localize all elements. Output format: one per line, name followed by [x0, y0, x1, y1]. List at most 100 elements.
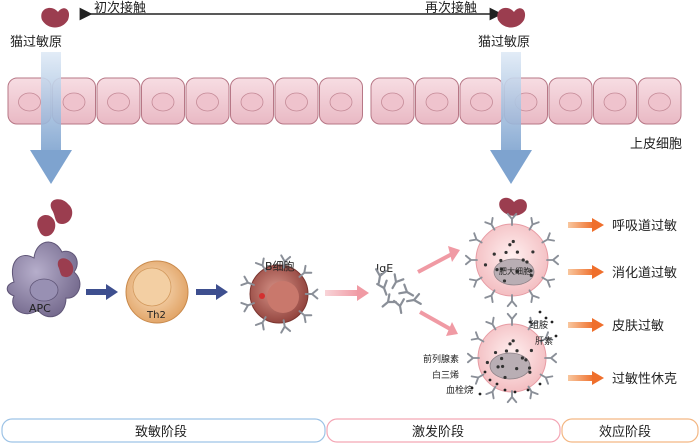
- ige-antibody: [539, 373, 554, 385]
- stage-effector-box: [561, 418, 699, 443]
- epithelial-cell: [593, 77, 637, 125]
- mediator-histamine: 组胺: [530, 319, 548, 331]
- ige-label: IgE: [376, 262, 393, 275]
- first-contact-label: 初次接触: [94, 0, 146, 16]
- arrow-ige-mast-top: [417, 246, 460, 274]
- ige-antibody: [469, 276, 483, 288]
- ige-antibody: [254, 316, 267, 331]
- down-arrow-left: [30, 52, 72, 184]
- ige-antibody: [506, 294, 518, 308]
- epithelial-cell: [7, 77, 52, 125]
- ige-antibody: [484, 289, 496, 303]
- outcome-arrow-shaft: [568, 269, 594, 275]
- allergen-label-right: 猫过敏原: [478, 35, 530, 50]
- th2-cell: [125, 260, 189, 324]
- stage-bar: 致敏阶段 激发阶段 效应阶段: [1, 418, 699, 443]
- outcome-arrow-shaft: [568, 322, 594, 328]
- epithelial-cell: [230, 77, 274, 125]
- mast-cell-label: 肥大细胞: [499, 266, 531, 276]
- epithelial-cell: [319, 77, 363, 125]
- ige-antibody: [240, 301, 255, 313]
- ige-antibody: [392, 298, 405, 314]
- epithelial-cell: [274, 77, 319, 125]
- mediator-heparin: 肝素: [535, 335, 553, 347]
- epithelial-cell: [637, 77, 682, 125]
- stage-challenge-box: [326, 418, 561, 443]
- mast-cell-sensitized: [464, 197, 560, 308]
- ige-antibody: [376, 279, 388, 296]
- arrow-ige-mast-bottom: [419, 310, 458, 336]
- ige-antibody: [240, 275, 255, 287]
- ige-antibody: [406, 292, 422, 305]
- ige-antibody: [304, 288, 319, 300]
- outcome-arrow-shaft: [568, 375, 594, 381]
- arrow-bcell-ige: [325, 285, 369, 301]
- ige-antibody: [298, 310, 313, 324]
- epithelial-cell: [141, 77, 185, 125]
- epithelial-cell: [96, 77, 141, 125]
- stage-sensitization-label: 致敏阶段: [135, 425, 187, 440]
- ige-antibody: [527, 316, 539, 331]
- ige-antibody: [528, 289, 540, 303]
- epithelial-cell: [370, 77, 415, 125]
- arrow-th2-bcell: [196, 284, 228, 300]
- second-contact-label: 再次接触: [425, 0, 477, 16]
- ige-antibody: [375, 268, 388, 284]
- ige-antibody: [541, 232, 555, 244]
- allergen-icon-free: [50, 199, 73, 224]
- ige-antibody: [506, 312, 518, 326]
- allergen-icon-right: [497, 7, 526, 28]
- outcome-item: 过敏性休克: [568, 371, 677, 387]
- ige-antibody: [544, 352, 558, 364]
- ige-antibody: [539, 331, 554, 343]
- ige-antibody: [528, 217, 540, 231]
- ige-antibody: [485, 316, 497, 331]
- th2-label: Th2: [146, 310, 166, 321]
- apc-label: APC: [29, 302, 51, 315]
- epithelial-label: 上皮细胞: [630, 137, 682, 152]
- outcome-label: 皮肤过敏: [612, 319, 664, 334]
- epithelial-cell: [459, 77, 504, 125]
- outcome-item: 皮肤过敏: [568, 318, 664, 334]
- outcome-item: 呼吸道过敏: [568, 218, 677, 234]
- epithelial-cell: [415, 77, 459, 125]
- ige-antibody: [398, 283, 415, 297]
- b-cell: [240, 254, 319, 334]
- mast-cell-degranulating: [466, 310, 558, 404]
- mediator-leukotriene: 白三烯: [432, 369, 459, 381]
- ige-antibody: [506, 390, 518, 404]
- ige-antibody: [484, 217, 496, 231]
- ige-antibody: [381, 293, 397, 308]
- epithelial-cell: [185, 77, 230, 125]
- outcome-arrow-head: [592, 371, 604, 385]
- b-cell-label: B细胞: [265, 260, 295, 273]
- ige-antibody: [466, 352, 480, 364]
- outcome-item: 消化道过敏: [568, 265, 677, 281]
- mediator-prostaglandin: 前列腺素: [423, 353, 459, 365]
- ige-antibody: [464, 254, 478, 266]
- ige-antibody: [485, 385, 497, 400]
- ige-antibodies: [375, 268, 422, 314]
- ige-antibody: [527, 385, 539, 400]
- outcome-label: 消化道过敏: [612, 266, 677, 281]
- ige-antibody: [470, 373, 485, 385]
- ige-antibody: [254, 257, 267, 272]
- apc-cell: [6, 214, 81, 318]
- epithelial-cell: [52, 77, 96, 125]
- ige-antibody: [541, 276, 555, 288]
- allergen-label-left: 猫过敏原: [10, 35, 62, 50]
- outcome-arrow-head: [592, 265, 604, 279]
- ige-antibody: [391, 273, 405, 290]
- mediator-thromboxane: 血栓烷: [446, 384, 473, 396]
- outcome-arrow-shaft: [568, 222, 594, 228]
- epithelial-cell: [548, 77, 593, 125]
- ige-antibody: [470, 331, 485, 343]
- ige-antibody: [506, 212, 518, 226]
- down-arrow-right: [490, 52, 532, 184]
- stage-challenge-label: 激发阶段: [412, 424, 464, 440]
- outcome-arrow-head: [592, 318, 604, 332]
- outcome-label: 呼吸道过敏: [612, 219, 677, 234]
- ige-antibody: [469, 232, 483, 244]
